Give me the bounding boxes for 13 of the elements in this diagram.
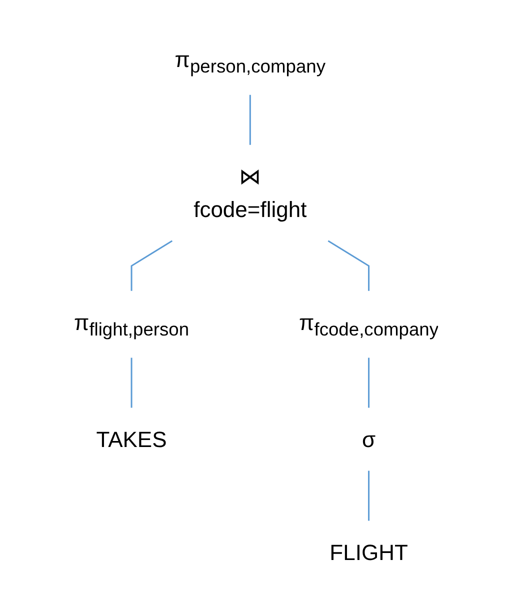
node-text: σ [362,426,376,452]
node-text: TAKES [96,426,168,452]
connector [368,470,370,521]
node-text: FLIGHT [330,540,408,565]
node-text: π$_{fcode,company}$ [299,310,439,340]
connector [131,358,132,408]
connector [250,95,252,145]
connector [131,240,173,291]
node-text: ⋈ fcode=flight [194,164,307,222]
connector [368,358,370,408]
node-text: π$_{person,company}$ [175,47,326,77]
connector [328,240,370,291]
node-text: π$_{flight,person}$ [74,310,190,340]
